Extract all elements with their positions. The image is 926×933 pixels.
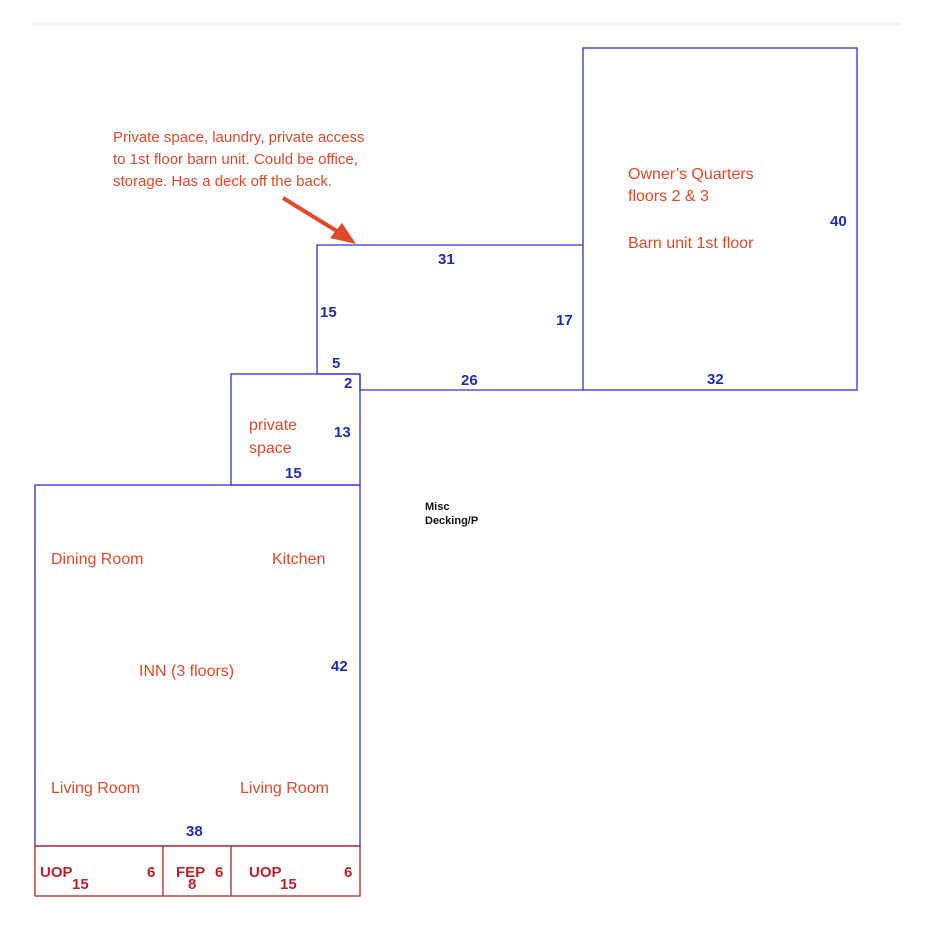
misc-label: Misc (425, 501, 449, 513)
living-room-left-label: Living Room (51, 780, 140, 797)
mid-section-dim-left: 15 (320, 304, 337, 321)
owners-quarters-title: Owner’s Quarters (628, 166, 754, 183)
inn-dim-bottom: 38 (186, 823, 203, 840)
annotation-arrow (281, 196, 356, 244)
annotation-line-1: Private space, laundry, private access (113, 129, 365, 146)
owners-quarters-dim-bottom: 32 (707, 371, 724, 388)
unit-3-label: UOP (249, 864, 282, 881)
living-room-right-label: Living Room (240, 780, 329, 797)
unit-1-side: 6 (147, 864, 155, 881)
private-space-line-1: private (249, 417, 297, 434)
unit-2-side: 6 (215, 864, 223, 881)
private-space-line-2: space (249, 440, 292, 457)
mid-section-dim-step-b: 2 (344, 375, 352, 392)
mid-section-dim-step-a: 5 (332, 355, 340, 372)
mid-section-dim-top: 31 (438, 251, 455, 268)
annotation-line-3: storage. Has a deck off the back. (113, 173, 332, 190)
barn-unit-label: Barn unit 1st floor (628, 235, 754, 252)
inn-title: INN (3 floors) (139, 663, 234, 680)
dining-room-label: Dining Room (51, 551, 143, 568)
unit-2-label: FEP (176, 864, 205, 881)
unit-2-sub: 8 (188, 876, 196, 893)
decking-label: Decking/P (425, 515, 478, 527)
units-strip-outline (34, 845, 361, 897)
private-space-dim-right: 13 (334, 424, 351, 441)
mid-section-dim-bottom: 26 (461, 372, 478, 389)
unit-3-side: 6 (344, 864, 352, 881)
owners-quarters-outline (582, 47, 858, 391)
mid-section-dim-right: 17 (556, 312, 573, 329)
unit-1-sub: 15 (72, 876, 89, 893)
unit-3-sub: 15 (280, 876, 297, 893)
owners-quarters-floors: floors 2 & 3 (628, 188, 709, 205)
annotation-line-2: to 1st floor barn unit. Could be office, (113, 151, 358, 168)
unit-1-label: UOP (40, 864, 73, 881)
owners-quarters-dim-right: 40 (830, 213, 847, 230)
private-space-dim-bottom: 15 (285, 465, 302, 482)
kitchen-label: Kitchen (272, 551, 325, 568)
inn-dim-right: 42 (331, 658, 348, 675)
